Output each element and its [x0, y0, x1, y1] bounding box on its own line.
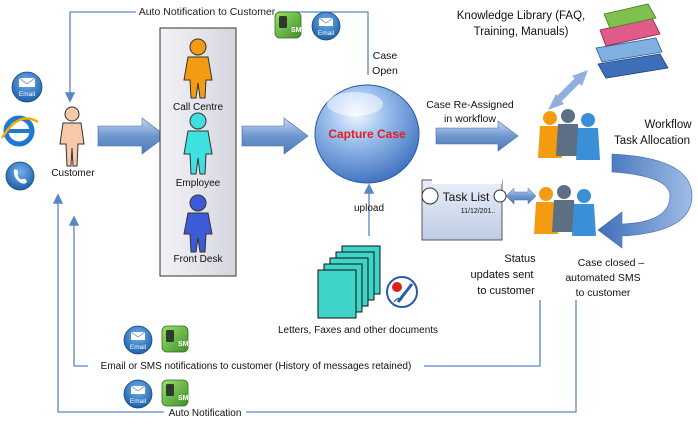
library-team-double-arrow [548, 70, 588, 110]
capture-case-sphere [314, 84, 420, 184]
call-centre-label: Call Centre [173, 102, 223, 113]
capture-case-label: Capture Case [328, 127, 406, 141]
case-open-label-line1: Case [373, 50, 398, 62]
documents-label: Letters, Faxes and other documents [278, 325, 438, 336]
svg-text:SMS: SMS [178, 395, 194, 402]
employee-label: Employee [176, 178, 221, 189]
email-icon: Email [123, 325, 153, 355]
auto-notification-bottom-label: Auto Notification [169, 408, 242, 419]
front-desk-label: Front Desk [174, 254, 224, 265]
customer-to-agents-arrow [97, 117, 167, 155]
case-closed-line2: automated SMS [565, 272, 640, 284]
agents-to-capture-arrow [241, 117, 309, 155]
customer-person-icon [59, 106, 85, 167]
case-open-label-line2: Open [372, 65, 398, 77]
task-team-double-arrow [505, 187, 537, 205]
sms-icon: SMS [161, 325, 194, 353]
task-list-widget [421, 174, 507, 241]
knowledge-library-line1: Knowledge Library (FAQ, [457, 10, 585, 22]
browser-icon [0, 115, 39, 147]
case-reassigned-line1: Case Re-Assigned [426, 99, 514, 111]
svg-text:SMS: SMS [178, 341, 194, 348]
sms-icon: SMS [161, 379, 194, 407]
workflow-label-line1: Workflow [644, 119, 692, 131]
documents-stack-icon [317, 245, 381, 319]
svg-text:Email: Email [318, 30, 335, 37]
employee-person-icon [183, 112, 213, 175]
team-people-icon [534, 109, 600, 236]
status-label-line2: updates sent [471, 269, 534, 281]
email-icon: Email [311, 11, 341, 41]
email-icon: Email [123, 379, 153, 409]
workflow-label-line2: Task Allocation [614, 135, 690, 147]
workflow-curved-arrow [597, 153, 693, 249]
email-icon: Email [11, 71, 43, 103]
svg-text:Email: Email [19, 91, 36, 98]
upload-label: upload [354, 203, 384, 214]
call-centre-person-icon [183, 38, 213, 99]
auto-notification-top-label: Auto Notification to Customer [139, 6, 276, 18]
task-list-label: Task List [443, 190, 490, 204]
books-icon [595, 3, 669, 79]
svg-text:SMS: SMS [291, 27, 307, 34]
sign-document-icon [386, 276, 418, 308]
phone-icon [5, 161, 35, 191]
task-list-date: 11/12/201.. [461, 208, 496, 215]
case-closed-line3: to customer [576, 287, 631, 299]
sms-icon: SMS [274, 11, 307, 39]
knowledge-library-line2: Training, Manuals) [474, 26, 569, 38]
email-sms-history-label: Email or SMS notifications to customer (… [101, 361, 412, 372]
case-reassigned-line2: in workflow [444, 113, 496, 125]
front-desk-person-icon [183, 194, 213, 253]
status-label-line1: Status [504, 253, 536, 265]
status-label-line3: to customer [477, 285, 535, 297]
svg-text:Email: Email [130, 344, 147, 351]
reassign-arrow [435, 120, 519, 152]
case-closed-line1: Case closed – [578, 257, 645, 269]
svg-text:Email: Email [130, 398, 147, 405]
customer-label: Customer [51, 168, 95, 179]
auto-notification-bottom-line [52, 193, 577, 413]
